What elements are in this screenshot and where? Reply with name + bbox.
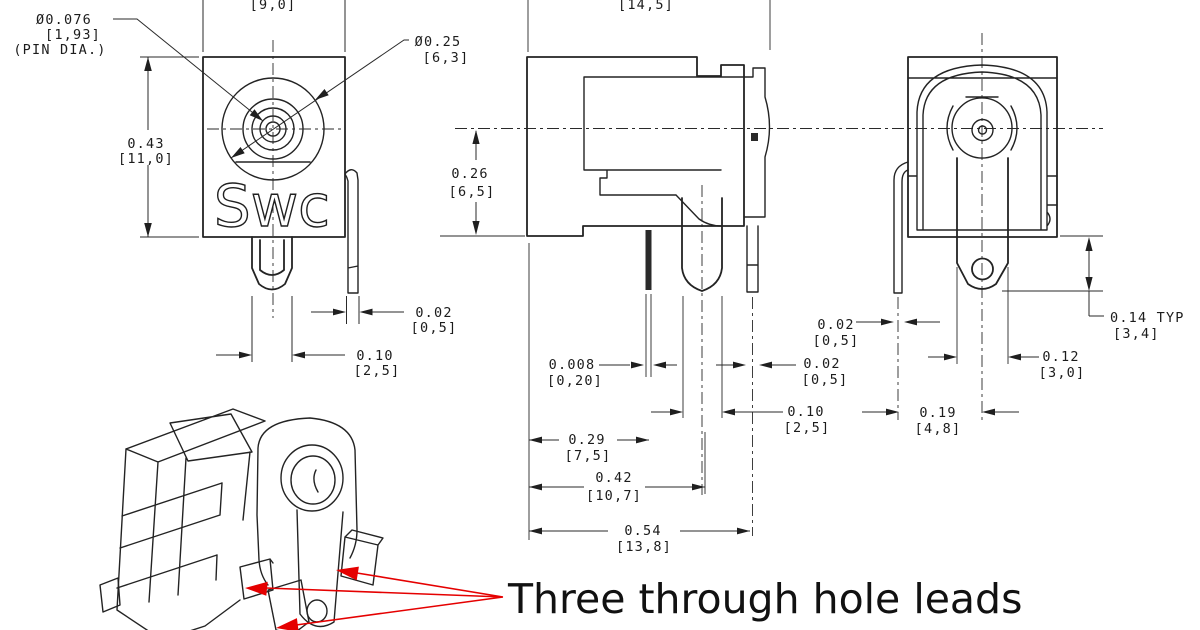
- dim-tab-width-mm: [3,0]: [1039, 365, 1086, 381]
- rear-dimension-lines: [856, 250, 1104, 413]
- front-side-lead: [344, 169, 359, 294]
- side-view: [14,5] 0.26 [6,5] 0.008 [0,20] 0.02 [0,5…: [440, 0, 1103, 555]
- dim-side-pin-dia-in: 0.10: [787, 404, 824, 420]
- leads-annotation-label: Three through hole leads: [507, 575, 1022, 623]
- dim-barrel-dia-in: Ø0.25: [415, 34, 462, 50]
- dim-barrel-dia-mm: [6,3]: [423, 50, 470, 66]
- dim-side-height-mm: [6,5]: [449, 184, 496, 200]
- rear-barrel-circles: [946, 96, 1018, 159]
- iso-through-hole-leads: [99, 529, 384, 630]
- rear-dimension-arrowheads: [881, 237, 1093, 416]
- side-center-pin: [681, 197, 723, 292]
- dim-height-in: 0.43: [127, 136, 164, 152]
- side-centerlines: [455, 33, 1103, 536]
- rear-inner-lines: [907, 64, 1058, 231]
- iso-body-wireframe: [116, 408, 266, 630]
- dim-rear-lead-thickness-in: 0.02: [817, 317, 854, 333]
- manufacturer-logo: Swc: [214, 172, 330, 240]
- rear-extension-lines: [956, 235, 1103, 364]
- side-inner-contact: [583, 76, 745, 227]
- dim-pin-width-mm: [2,5]: [354, 363, 401, 379]
- rear-side-lead: [893, 161, 909, 294]
- dim-lead-spacing-mm: [4,8]: [915, 421, 962, 437]
- dim-lead-thickness-in: 0.02: [415, 305, 452, 321]
- dim-top-width-mm: [9,0]: [250, 0, 297, 13]
- dim-rear-lead-thickness-mm: [0,5]: [813, 333, 860, 349]
- dim-lead2-thickness-mm: [0,5]: [802, 372, 849, 388]
- side-front-panel: [743, 67, 771, 218]
- dim-pin-width-in: 0.10: [356, 348, 393, 364]
- dim-side-pin-dia-mm: [2,5]: [784, 420, 831, 436]
- side-dimension-lines: [475, 131, 796, 532]
- rear-view: 0.02 [0,5] 0.14 TYP [3,4] 0.12 [3,0] 0.1…: [813, 56, 1185, 437]
- dim-lead-thickness-mm: [0,5]: [411, 320, 458, 336]
- dim-height-mm: [11,0]: [118, 151, 174, 167]
- dim-pin-dia-in: Ø0.076: [36, 12, 92, 28]
- dim-pin-dia-mm: [1,93]: [45, 27, 101, 43]
- front-view: [9,0] Ø0.076 [1,93] (PIN DIA.) Ø0.25 [6,…: [13, 0, 470, 379]
- iso-barrel-rings: [280, 444, 344, 512]
- dim-pin-offset-mm: [10,7]: [586, 488, 642, 504]
- dim-tab-width-in: 0.12: [1042, 349, 1079, 365]
- front-center-pin: [251, 236, 293, 291]
- dim-side-top-mm: [14,5]: [618, 0, 674, 13]
- iso-view: [99, 408, 384, 630]
- side-extension-lines: [440, 0, 771, 540]
- front-centerlines: [207, 40, 341, 318]
- dim-lead-spacing-in: 0.19: [919, 405, 956, 421]
- dim-tab-protrusion-mm: [3,4]: [1113, 326, 1160, 342]
- red-leader-lines: [265, 572, 504, 626]
- front-dimension-arrowheads: [144, 57, 373, 359]
- dim-lead2-offset-mm: [13,8]: [616, 539, 672, 555]
- side-body-outline: [526, 56, 745, 237]
- dim-side-height-in: 0.26: [451, 166, 488, 182]
- side-lead1: [645, 230, 652, 290]
- dim-pin-dia-note: (PIN DIA.): [13, 42, 106, 58]
- dim-lead1-offset-in: 0.29: [568, 432, 605, 448]
- dim-tab-protrusion-in: 0.14 TYP: [1110, 310, 1185, 326]
- side-pin-tip-mark: [751, 133, 758, 141]
- red-arrowheads: [245, 566, 359, 630]
- dim-lead1-thickness-in: 0.008: [549, 357, 596, 373]
- iso-solder-arm: [296, 509, 344, 628]
- leads-annotation: Three through hole leads: [245, 566, 1022, 630]
- dim-lead2-thickness-in: 0.02: [803, 356, 840, 372]
- dim-lead1-thickness-mm: [0,20]: [547, 373, 603, 389]
- dim-pin-offset-in: 0.42: [595, 470, 632, 486]
- dim-lead1-offset-mm: [7,5]: [565, 448, 612, 464]
- side-lead2: [746, 225, 759, 293]
- rear-solder-tab: [956, 157, 1009, 290]
- dim-lead2-offset-in: 0.54: [624, 523, 661, 539]
- rear-body-outline: [907, 56, 1058, 238]
- front-body-outline: [202, 56, 346, 238]
- front-extension-and-dimension-lines: [113, 0, 409, 362]
